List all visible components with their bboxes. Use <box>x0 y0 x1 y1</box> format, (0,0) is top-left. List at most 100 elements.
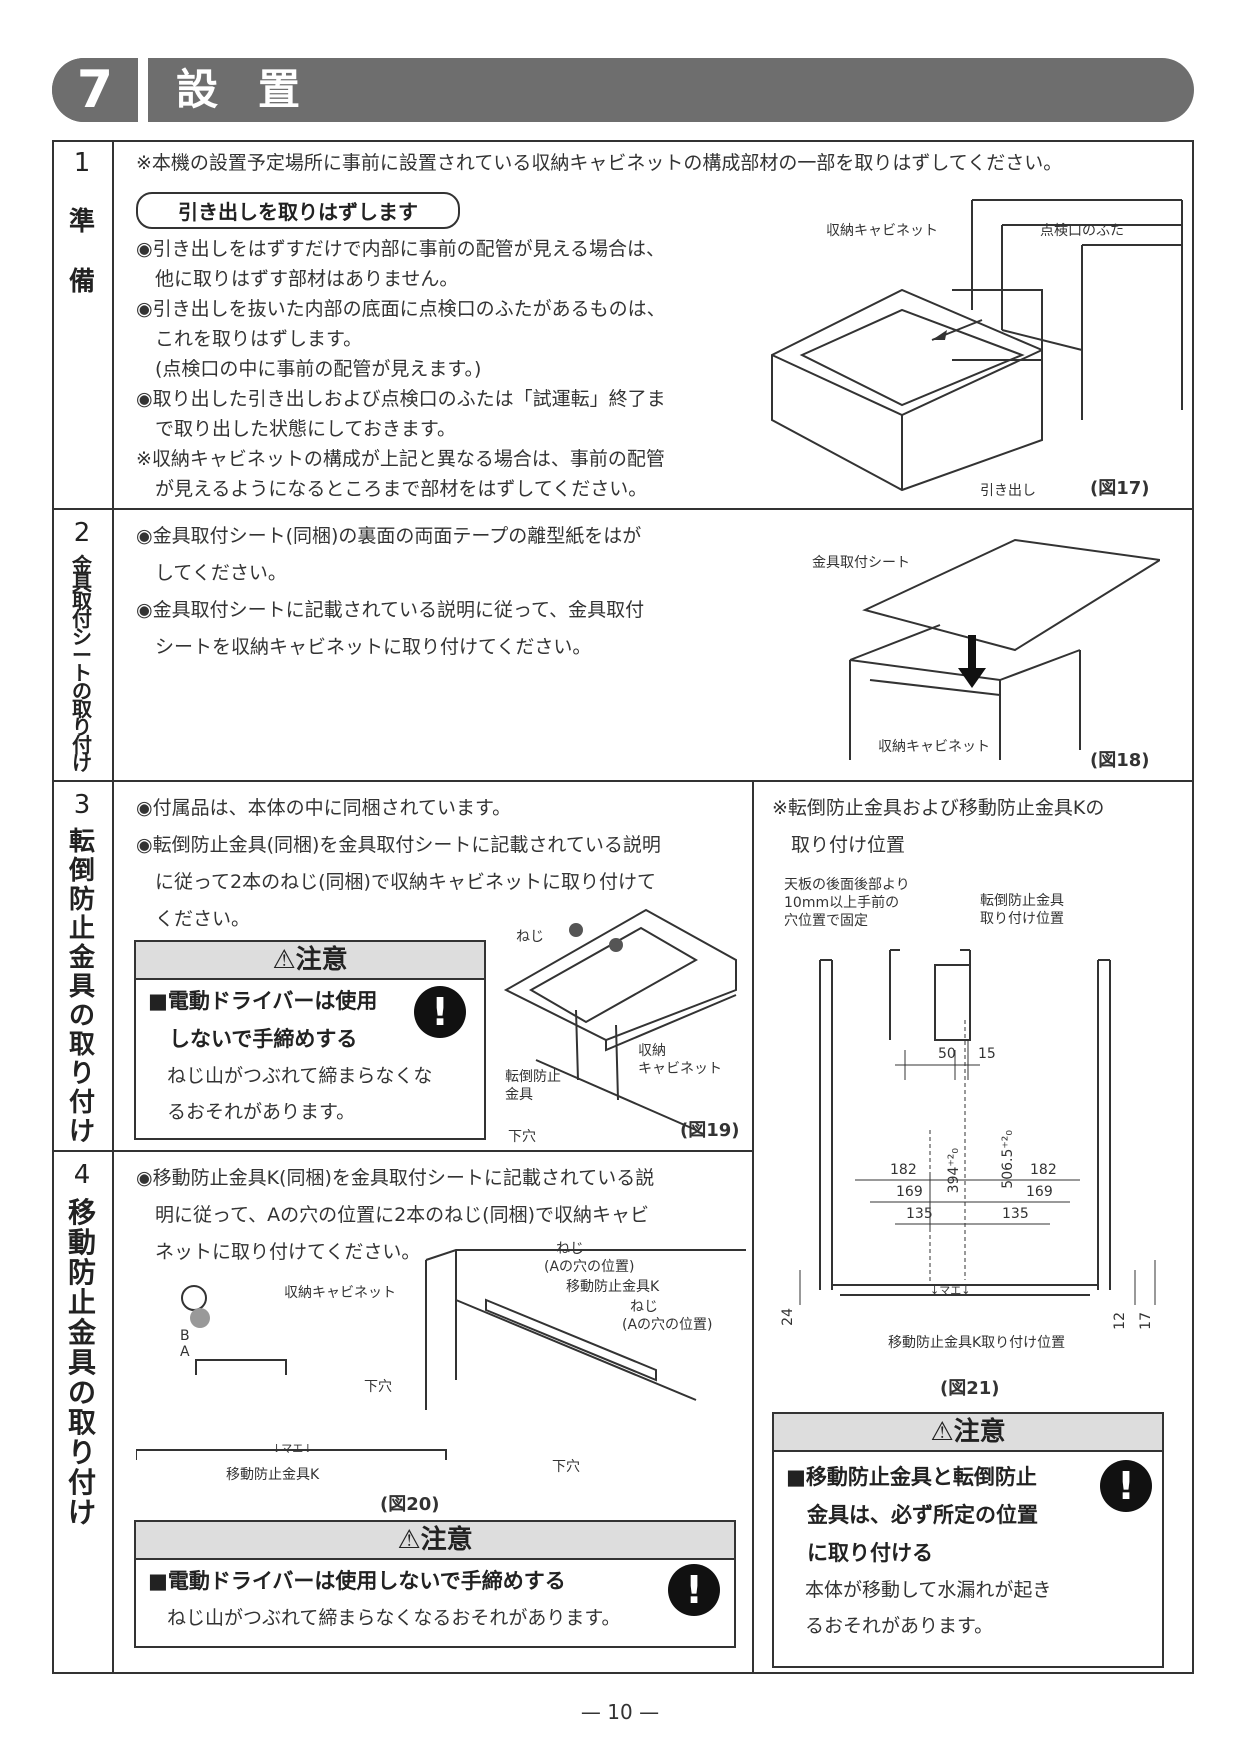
step-body: ◉移動防止金具K(同梱)を金具取付シートに記載されている説 明に従って、Aの穴の… <box>136 1160 746 1271</box>
subheading-pill: 引き出しを取りはずします <box>136 192 460 229</box>
figure-caption: (図21) <box>940 1378 1000 1399</box>
row-divider-2 <box>52 780 1194 782</box>
figure-label: 下穴 <box>552 1459 580 1475</box>
figure-caption: (図17) <box>1090 478 1150 499</box>
body-line: で取り出した状態にしておきます。 <box>136 418 456 440</box>
figure-label: 下穴 <box>508 1129 536 1145</box>
dimension: 182 <box>890 1162 917 1178</box>
row-divider-3 <box>52 1150 752 1152</box>
caution-bold-line: に取り付ける <box>786 1541 933 1565</box>
figure-label: 金具 <box>505 1087 533 1103</box>
body-line: が見えるようになるところまで部材をはずしてください。 <box>136 478 648 500</box>
bracket-label: ↓マエ↓ <box>930 1284 971 1297</box>
body-line: に従って2本のねじ(同梱)で収納キャビネットに取り付けて <box>136 871 656 893</box>
caution-line: 本体が移動して水漏れが起き <box>786 1579 1052 1601</box>
figure-21-positions <box>799 949 1156 1305</box>
body-line: ◉金具取付シートに記載されている説明に従って、金具取付 <box>136 599 645 621</box>
figure-18-sheet <box>849 538 1160 760</box>
caution-line: るおそれがあります。 <box>148 1101 356 1123</box>
note-line: ※転倒防止金具および移動防止金具Kの <box>772 797 1105 819</box>
caution-bold-line: ■電動ドライバーは使用しないで手締めする <box>148 1569 566 1593</box>
step-number: 1 <box>73 148 91 178</box>
figure-label: 収納キャビネット <box>826 223 938 239</box>
dimension: 135 <box>906 1206 933 1222</box>
step-note: ※本機の設置予定場所に事前に設置されている収納キャビネットの構成部材の一部を取り… <box>136 152 1063 174</box>
body-line: ◉引き出しをはずすだけで内部に事前の配管が見える場合は、 <box>136 238 666 260</box>
figure-label: A <box>180 1344 190 1360</box>
caution-title: ⚠注意 <box>774 1414 1162 1452</box>
figure-label-bottom: 移動防止金具K取り付け位置 <box>888 1335 1066 1351</box>
step-title: 準 備 <box>68 207 95 297</box>
step-body: ◉金具取付シート(同梱)の裏面の両面テープの離型紙をはが してください。 ◉金具… <box>136 518 756 666</box>
exclamation-icon: ! <box>1100 1460 1152 1512</box>
page-number: — 10 — <box>580 1700 660 1724</box>
body-line: ◉転倒防止金具(同梱)を金具取付シートに記載されている説明 <box>136 834 661 856</box>
instruction-table <box>52 140 1194 1674</box>
figure-caption: (図19) <box>680 1120 740 1141</box>
caution-box: ⚠注意 ■電動ドライバーは使用しないで手締めする ねじ山がつぶれて締まらなくなる… <box>134 1520 736 1648</box>
figure-label: 移動防止金具K <box>566 1279 660 1295</box>
section-number: 7 <box>52 58 138 122</box>
dimension: 24 <box>780 1308 796 1326</box>
figure-label: 点検口のふた <box>1040 223 1124 239</box>
step-number: 3 <box>73 790 91 820</box>
figure-20-bracket-k <box>136 1249 746 1460</box>
note-line: 取り付け位置 <box>772 834 906 856</box>
figure-label: 転倒防止 <box>505 1069 561 1085</box>
figure-label: 引き出し <box>980 483 1036 499</box>
body-line: ◉取り出した引き出しおよび点検口のふたは「試運転」終了ま <box>136 388 666 410</box>
figure-label: (Aの穴の位置) <box>544 1259 635 1275</box>
figure-caption: (図20) <box>380 1494 440 1515</box>
caution-line: るおそれがあります。 <box>786 1615 994 1637</box>
figure-label: 金具取付シート <box>812 555 910 571</box>
step-title: 転倒 防止 金具 の取 り付 け <box>68 827 95 1147</box>
body-line: 明に従って、Aの穴の位置に2本のねじ(同梱)で収納キャビ <box>136 1204 650 1226</box>
step-title: 移動 防止 金具 の取 り付 け <box>67 1196 96 1529</box>
step-title: 金具 取付 シー トの 取り 付け <box>72 553 92 775</box>
figure-label: ↓マエ↓ <box>272 1442 313 1455</box>
step-number: 2 <box>73 518 91 548</box>
body-line: これを取りはずします。 <box>136 328 363 350</box>
row-divider-1 <box>52 508 1194 510</box>
section-header-bar <box>52 58 1194 122</box>
step-body: ◉引き出しをはずすだけで内部に事前の配管が見える場合は、 他に取りはずす部材はあ… <box>136 234 756 504</box>
body-line: 他に取りはずす部材はありません。 <box>136 268 459 290</box>
figure-label-top-right: 転倒防止金具 取り付け位置 <box>980 893 1064 927</box>
step-number: 4 <box>73 1160 91 1190</box>
column-divider <box>112 140 114 1674</box>
body-line: シートを収納キャビネットに取り付けてください。 <box>136 636 592 658</box>
figure-label-top-left: 天板の後面後部より 10mm以上手前の 穴位置で固定 <box>784 877 910 929</box>
section-title: 設置 <box>176 65 341 114</box>
caution-line: ねじ山がつぶれて締まらなくな <box>148 1065 433 1087</box>
caution-line: ねじ山がつぶれて締まらなくなるおそれがあります。 <box>148 1607 621 1629</box>
figure-label: 収納キャビネット <box>284 1285 396 1301</box>
caution-box: ⚠注意 ■電動ドライバーは使用 しないで手締めする ねじ山がつぶれて締まらなくな… <box>134 940 486 1140</box>
caution-bold-line: ■移動防止金具と転倒防止 <box>786 1465 1037 1489</box>
dimension: 394⁺²₀ <box>946 1148 962 1194</box>
header-divider <box>138 58 148 122</box>
figure-label: ねじ <box>556 1241 584 1257</box>
body-line: ◉金具取付シート(同梱)の裏面の両面テープの離型紙をはが <box>136 525 642 547</box>
body-line: してください。 <box>136 562 287 584</box>
body-line: ※収納キャビネットの構成が上記と異なる場合は、事前の配管 <box>136 448 665 470</box>
dimension: 12 <box>1112 1312 1128 1330</box>
figure-label: 下穴 <box>364 1379 392 1395</box>
figure-label: B <box>180 1328 190 1344</box>
right-panel-divider <box>752 780 754 1674</box>
caution-title: ⚠注意 <box>136 1522 734 1560</box>
body-line: ネットに取り付けてください。 <box>136 1241 421 1263</box>
figure-label: キャビネット <box>638 1061 722 1077</box>
dimension: 50 <box>938 1046 956 1062</box>
figure-19-bracket <box>503 908 737 1131</box>
figure-label: 収納 <box>638 1043 666 1059</box>
step-body: ◉付属品は、本体の中に同梱されています。 ◉転倒防止金具(同梱)を金具取付シート… <box>136 790 746 938</box>
figure-label: 移動防止金具K <box>226 1467 320 1483</box>
figure-caption: (図18) <box>1090 750 1150 771</box>
dimension: 169 <box>896 1184 923 1200</box>
figure-label: ねじ <box>630 1299 658 1315</box>
dimension: 17 <box>1138 1312 1154 1330</box>
right-panel-note: ※転倒防止金具および移動防止金具Kの 取り付け位置 <box>772 790 1192 864</box>
dimension: 506.5⁺²₀ <box>1000 1130 1016 1189</box>
figure-17-drawer <box>771 199 1183 492</box>
dimension: 169 <box>1026 1184 1053 1200</box>
